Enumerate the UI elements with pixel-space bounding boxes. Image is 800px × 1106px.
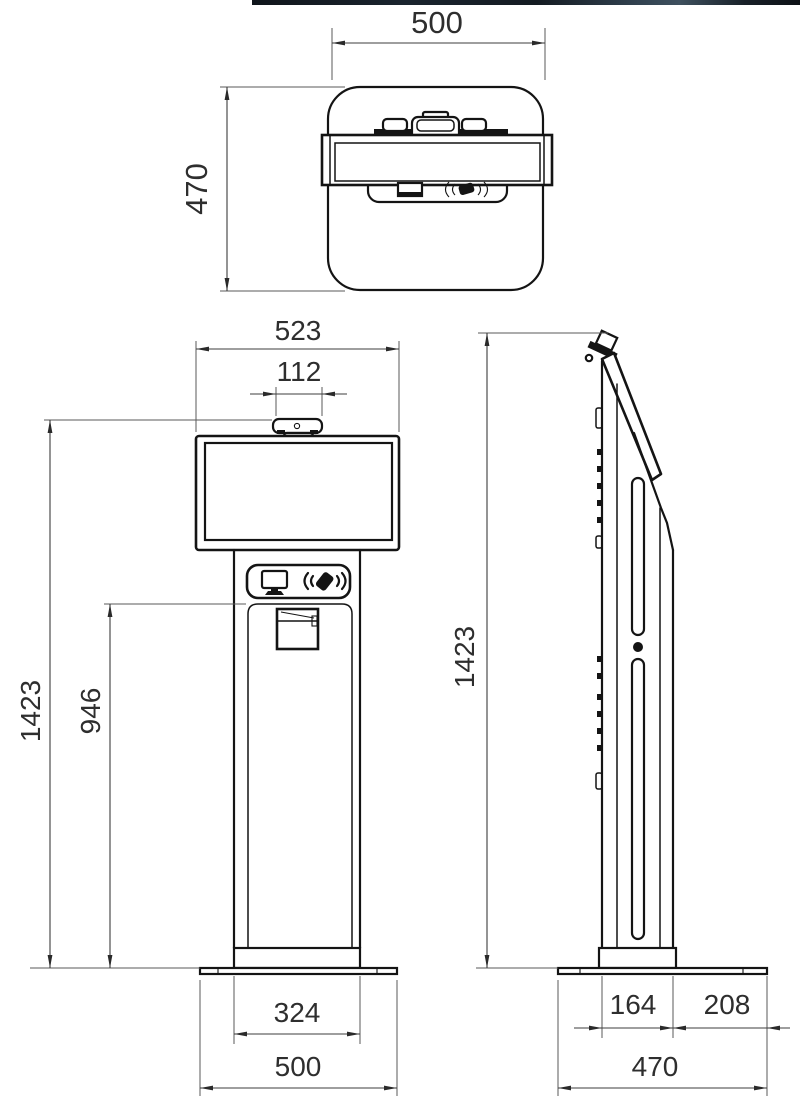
dim-label-base-width: 500 xyxy=(275,1051,322,1082)
arrowhead xyxy=(263,391,276,397)
webcam-lens xyxy=(293,422,301,430)
arrowhead xyxy=(484,955,490,968)
dim-label-camera-width: 112 xyxy=(277,356,322,387)
arrowhead xyxy=(754,1085,767,1091)
dim-front-height: 1423 xyxy=(15,419,272,968)
screen-side-profile xyxy=(600,351,663,482)
arrowhead xyxy=(589,1025,602,1031)
dim-label-side-height: 1423 xyxy=(449,626,480,688)
webcam-side-hinge xyxy=(584,353,594,363)
printer-latch xyxy=(311,615,318,627)
arrowhead xyxy=(332,40,345,46)
screen-front-outline xyxy=(194,434,401,552)
side-latch-lower xyxy=(595,772,603,790)
arrowhead xyxy=(558,1085,571,1091)
dim-camera-width: 112 xyxy=(250,356,347,416)
contactless-wave-left-inner xyxy=(309,574,315,588)
dim-label-reader-height: 946 xyxy=(75,688,106,735)
printer-paper-line xyxy=(280,611,315,619)
arrowhead xyxy=(107,604,113,617)
dim-base-rear-offset: 208 xyxy=(673,976,790,1096)
cable-hole xyxy=(633,642,643,652)
contactless-icon xyxy=(315,572,334,591)
top-edge-strip xyxy=(252,0,800,5)
base-plate-side xyxy=(556,966,769,976)
dim-screen-width: 523 xyxy=(195,315,400,432)
top-view: 500 470 xyxy=(179,5,554,292)
camera-mount-right xyxy=(460,117,488,133)
arrowhead xyxy=(196,346,209,352)
dim-label-column-width: 324 xyxy=(274,997,321,1028)
monitor-icon-neck xyxy=(271,588,278,591)
side-view: 1423 164 208 xyxy=(449,329,790,1096)
arrowhead xyxy=(224,87,230,100)
webcam-top-inner xyxy=(416,119,455,132)
arrowhead xyxy=(767,1025,780,1031)
arrowhead xyxy=(47,420,53,433)
contactless-icon-top xyxy=(458,182,475,196)
webcam-foot-right xyxy=(310,430,318,434)
contactless-wave-left-inner xyxy=(451,183,456,196)
dim-column-depth: 164 xyxy=(574,976,674,1038)
arrowhead xyxy=(224,278,230,291)
side-latch-middle xyxy=(595,535,603,549)
dim-column-width: 324 xyxy=(233,976,361,1044)
dim-label-screen-width: 523 xyxy=(275,315,322,346)
screen-front-display xyxy=(203,441,394,542)
arrowhead xyxy=(47,955,53,968)
dim-side-height: 1423 xyxy=(449,332,608,968)
arrowhead xyxy=(347,1031,360,1037)
dim-label-front-height: 1423 xyxy=(15,680,46,742)
arrowhead xyxy=(200,1085,213,1091)
side-latch-upper xyxy=(595,407,603,429)
contactless-wave-right-inner xyxy=(477,183,482,196)
printer-slot xyxy=(275,607,320,651)
screen-top-inner xyxy=(334,142,541,182)
slot-cutout-lower xyxy=(630,657,646,941)
column-front-panel xyxy=(247,603,353,949)
base-plate-front xyxy=(198,966,399,976)
slot-cutout-upper xyxy=(630,476,646,637)
arrowhead xyxy=(484,333,490,346)
contactless-wave-right-inner xyxy=(335,574,341,588)
dim-top-depth: 470 xyxy=(179,86,345,292)
dim-label-top-depth: 470 xyxy=(179,163,214,215)
monitor-icon-top-base xyxy=(398,192,422,197)
arrowhead xyxy=(384,1085,397,1091)
column-foot-front xyxy=(232,946,362,970)
arrowhead xyxy=(107,955,113,968)
contactless-wave-right-outer xyxy=(340,571,347,591)
dim-reader-height: 946 xyxy=(75,603,246,968)
arrowhead xyxy=(322,391,335,397)
monitor-icon-base xyxy=(265,591,284,595)
contactless-wave-left-outer xyxy=(303,571,310,591)
head-rear-slope xyxy=(632,431,675,552)
dim-label-base-rear-offset: 208 xyxy=(704,989,751,1020)
arrowhead xyxy=(386,346,399,352)
camera-mount-left xyxy=(381,117,409,133)
dim-label-top-width: 500 xyxy=(411,5,463,40)
contactless-wave-right-outer xyxy=(483,181,489,198)
dim-base-depth: 470 xyxy=(557,980,767,1096)
front-view: 523 112 1423 xyxy=(15,315,401,1096)
webcam-foot-left xyxy=(277,430,285,434)
arrowhead xyxy=(532,40,545,46)
dim-label-column-depth: 164 xyxy=(610,989,657,1020)
arrowhead xyxy=(673,1025,686,1031)
arrowhead xyxy=(234,1031,247,1037)
dim-label-base-depth: 470 xyxy=(632,1051,679,1082)
arrowhead xyxy=(660,1025,673,1031)
dim-base-width: 500 xyxy=(199,980,398,1096)
dim-top-width: 500 xyxy=(331,5,546,80)
column-foot-side xyxy=(597,946,678,970)
contactless-wave-left-outer xyxy=(444,181,450,198)
